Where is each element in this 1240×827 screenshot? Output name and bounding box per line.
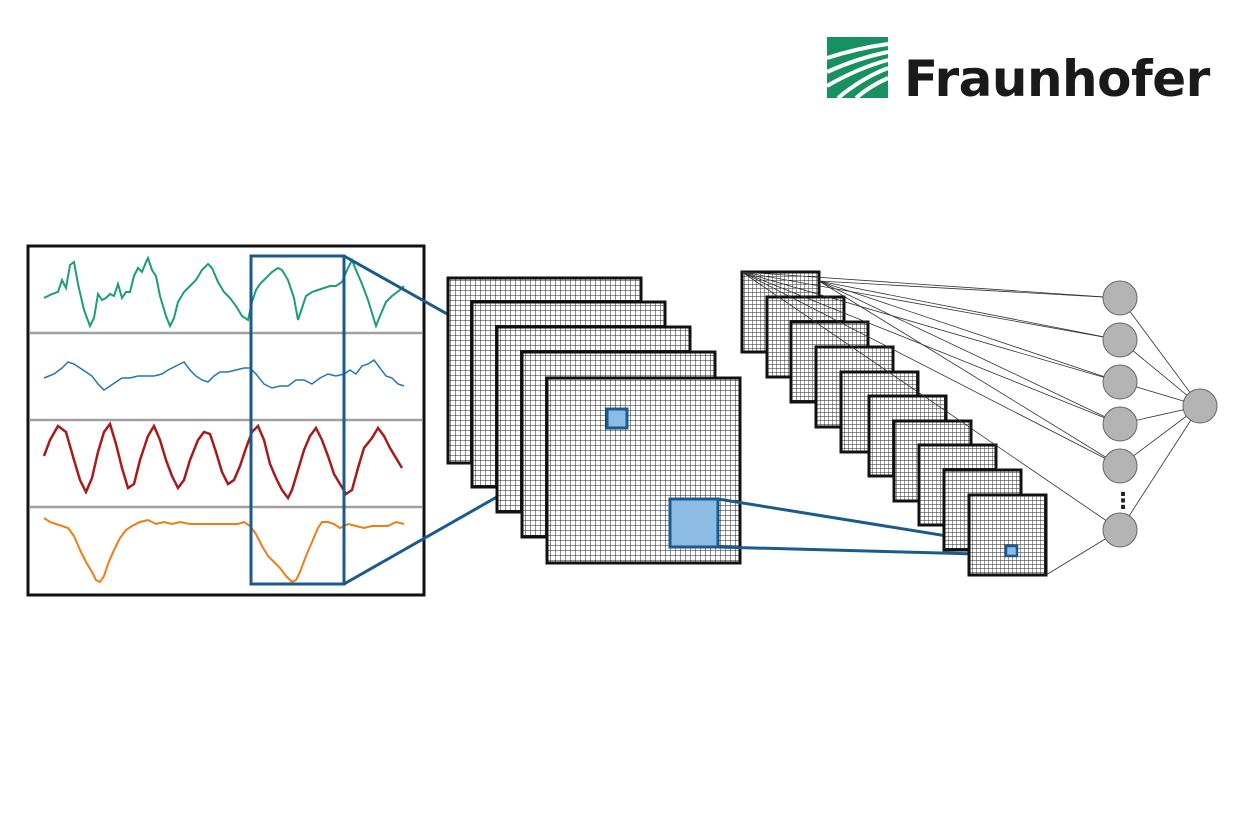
- sensor-signal-1: [43, 255, 405, 330]
- dense-node: [1102, 322, 1138, 358]
- feature-map: [967, 493, 1048, 577]
- output-node: [1182, 388, 1218, 424]
- window-highlight-box: [249, 254, 346, 586]
- dense-node: [1102, 280, 1138, 316]
- input-signal-panel: [26, 244, 426, 597]
- dense-layer: ⋮: [1102, 280, 1138, 548]
- conv-layer-2: [740, 270, 1048, 577]
- dense-node: [1102, 448, 1138, 484]
- dense-node: [1102, 364, 1138, 400]
- conv2-to-dense-connections: [741, 271, 1121, 576]
- fraunhofer-logo-text: Fraunhofer: [904, 50, 1211, 108]
- conv1-pool-highlight: [668, 497, 720, 549]
- conv-layer-1: [446, 276, 742, 565]
- conv2-kernel-highlight: [1004, 544, 1019, 558]
- fraunhofer-logo: Fraunhofer: [825, 37, 1211, 108]
- sensor-signal-2: [43, 358, 405, 391]
- conv1-kernel-highlight: [605, 407, 629, 430]
- dense-node: [1102, 512, 1138, 548]
- sensor-signal-3: [42, 421, 404, 501]
- fraunhofer-logo-mark: [825, 37, 889, 100]
- sensor-signal-4: [43, 517, 405, 584]
- dense-ellipsis: ⋮: [1112, 489, 1134, 514]
- dense-node: [1102, 406, 1138, 442]
